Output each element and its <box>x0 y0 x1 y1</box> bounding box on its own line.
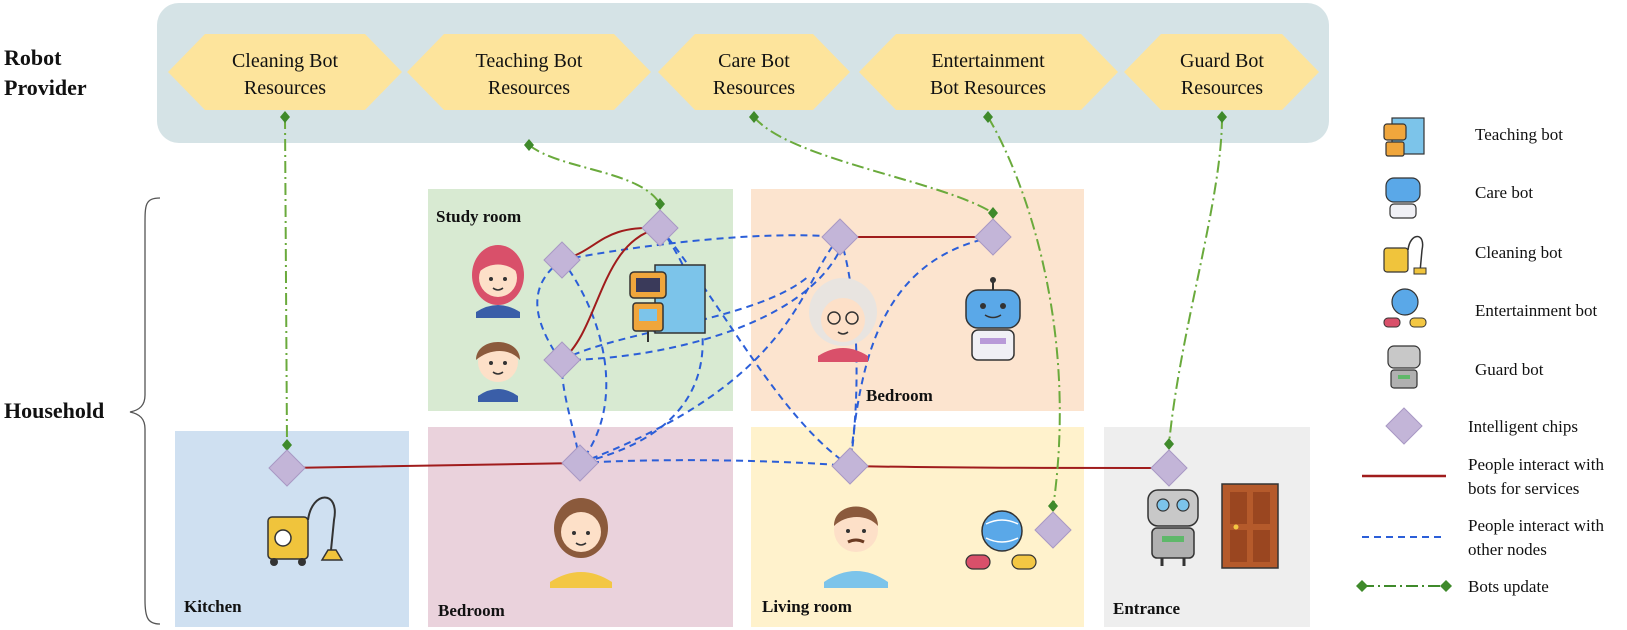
resource-care-line1: Care Bot <box>718 50 790 72</box>
legend-service-line1: People interact with <box>1468 455 1604 474</box>
resource-entertainment: Entertainment Bot Resources <box>859 34 1118 110</box>
chip-teaching-bot <box>641 209 679 247</box>
resource-teaching-line2: Resources <box>488 77 570 99</box>
door-icon <box>1221 483 1279 569</box>
girl-icon <box>472 245 524 318</box>
entertainment-bot-icon <box>965 510 1037 570</box>
legend-cleaning-bot-icon <box>1383 235 1427 275</box>
legend-teaching-bot-icon <box>1383 117 1425 157</box>
legend: Teaching bot Care bot Cleaning bot Enter… <box>1356 117 1604 596</box>
provider-label-line1: Robot <box>4 45 62 70</box>
resource-guard: Guard Bot Resources <box>1124 34 1319 110</box>
provider-label-line2: Provider <box>4 75 87 100</box>
resource-care-line2: Resources <box>713 77 795 99</box>
cleaning-bot-icon <box>267 496 344 566</box>
resource-care: Care Bot Resources <box>658 34 850 110</box>
legend-chip-icon <box>1385 407 1423 445</box>
woman-icon <box>550 498 612 588</box>
chip-grandma <box>821 218 859 256</box>
guard-bot-icon <box>1147 489 1199 566</box>
resource-cleaning-line2: Resources <box>244 77 326 99</box>
chip-study-boy <box>543 341 581 379</box>
legend-update-end-left <box>1356 580 1368 592</box>
household-brace <box>129 197 161 625</box>
room-study-label: Study room <box>436 207 521 226</box>
legend-update-end-right <box>1440 580 1452 592</box>
legend-chips: Intelligent chips <box>1468 417 1578 436</box>
legend-care-bot: Care bot <box>1475 183 1533 202</box>
room-bedroom-top <box>751 189 1084 411</box>
grandma-icon <box>809 278 877 362</box>
chip-entrance <box>1150 449 1188 487</box>
room-bedroom-top-label: Bedroom <box>866 386 933 405</box>
legend-teaching-bot: Teaching bot <box>1475 125 1563 144</box>
legend-guard-bot-icon <box>1387 345 1421 389</box>
boy-icon <box>476 342 520 402</box>
legend-service-line2: bots for services <box>1468 479 1579 498</box>
resource-cleaning-line1: Cleaning Bot <box>232 50 339 72</box>
chip-living-man <box>831 447 869 485</box>
legend-entertainment-bot-icon <box>1383 288 1427 328</box>
legend-update: Bots update <box>1468 577 1549 596</box>
resource-cleaning: Cleaning Bot Resources <box>168 34 402 110</box>
resource-guard-line1: Guard Bot <box>1180 50 1264 72</box>
bot-update-links <box>284 116 1223 509</box>
man-icon <box>824 506 888 588</box>
room-entrance <box>1104 427 1310 627</box>
care-bot-icon <box>965 277 1021 361</box>
room-kitchen-label: Kitchen <box>184 597 242 616</box>
chip-kitchen <box>268 449 306 487</box>
chip-care-bot <box>974 218 1012 256</box>
legend-cleaning-bot: Cleaning bot <box>1475 243 1563 262</box>
resource-guard-line2: Resources <box>1181 77 1263 99</box>
bot-update-endpoints <box>280 111 1227 512</box>
legend-nodes-line2: other nodes <box>1468 540 1547 559</box>
resource-entertainment-line1: Entertainment <box>931 50 1045 72</box>
legend-nodes-line1: People interact with <box>1468 516 1604 535</box>
legend-care-bot-icon <box>1385 177 1421 219</box>
resource-teaching-line1: Teaching Bot <box>476 50 583 72</box>
legend-guard-bot: Guard bot <box>1475 360 1544 379</box>
chip-bedroom-woman <box>561 444 599 482</box>
chip-study-girl <box>543 241 581 279</box>
household-label: Household <box>4 398 104 423</box>
resource-entertainment-line2: Bot Resources <box>930 77 1046 99</box>
resource-teaching: Teaching Bot Resources <box>407 34 651 110</box>
room-bedroom-bottom-label: Bedroom <box>438 601 505 620</box>
room-living <box>751 427 1084 627</box>
intelligent-chips <box>268 209 1188 549</box>
room-living-label: Living room <box>762 597 852 616</box>
chip-entertainment <box>1034 511 1072 549</box>
legend-entertainment-bot: Entertainment bot <box>1475 301 1598 320</box>
teaching-bot-icon <box>629 264 706 342</box>
room-entrance-label: Entrance <box>1113 599 1181 618</box>
